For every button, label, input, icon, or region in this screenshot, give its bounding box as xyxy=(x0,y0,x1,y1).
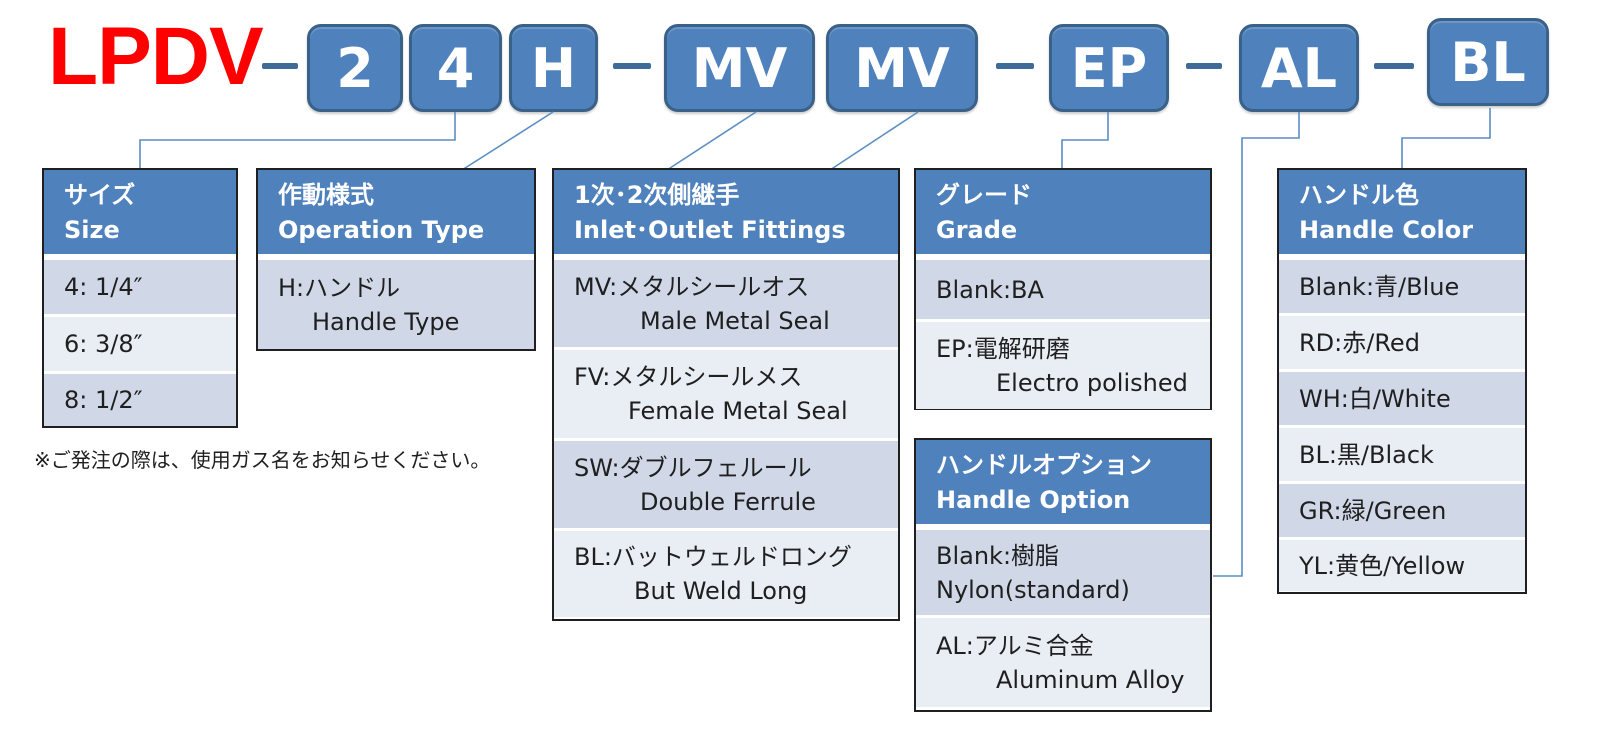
handle-color-title-jp: ハンドル色 xyxy=(1299,181,1419,209)
fittings-option-jp: FV:メタルシールメス xyxy=(574,363,803,391)
code-box-5: MV xyxy=(826,24,978,112)
grade-title-jp: グレード xyxy=(936,181,1032,209)
separator-dash xyxy=(1186,63,1222,69)
fittings-title-en: Inlet･Outlet Fittings xyxy=(574,216,846,244)
fittings-option-jp: SW:ダブルフェルール xyxy=(574,453,812,482)
handle-option-panel: ハンドルオプション Handle Option Blank:樹脂 Nylon(s… xyxy=(914,438,1212,712)
handle-color-label: BL:黒/Black xyxy=(1299,440,1434,469)
separator-dash xyxy=(262,63,298,69)
model-prefix: LPDV xyxy=(48,11,264,102)
connector-size xyxy=(139,112,456,170)
grade-option-jp: EP:電解研磨 xyxy=(936,334,1070,363)
operation-title-jp: 作動様式 xyxy=(278,181,374,209)
handle-color-label: GR:緑/Green xyxy=(1299,496,1447,525)
size-option-label: 8: 1/2″ xyxy=(64,386,143,414)
fittings-option-row: MV:メタルシールオス Male Metal Seal xyxy=(554,257,898,347)
grade-option-row: Blank:BA xyxy=(916,257,1210,319)
connector-grade xyxy=(1061,112,1109,170)
fittings-option-en: Male Metal Seal xyxy=(640,306,830,335)
fittings-option-en: Female Metal Seal xyxy=(628,397,848,425)
fittings-option-jp: MV:メタルシールオス xyxy=(574,272,810,301)
code-box-4: MV xyxy=(664,24,815,112)
fittings-option-en: But Weld Long xyxy=(634,577,808,605)
operation-option-jp: H:ハンドル xyxy=(278,273,401,302)
size-option-label: 4: 1/4″ xyxy=(64,273,143,301)
handle-color-title-en: Handle Color xyxy=(1299,216,1474,244)
fittings-option-jp: BL:バットウェルドロング xyxy=(574,543,852,571)
separator-dash xyxy=(996,63,1034,69)
size-option-row: 4: 1/4″ xyxy=(44,257,236,314)
handle-color-panel: ハンドル色 Handle Color Blank:青/Blue RD:赤/Red… xyxy=(1277,168,1527,594)
fittings-option-en: Double Ferrule xyxy=(640,487,816,516)
operation-option-en: Handle Type xyxy=(312,307,460,336)
handle-option-en: Nylon(standard) xyxy=(936,575,1130,604)
handle-option-jp: AL:アルミ合金 xyxy=(936,631,1094,660)
handle-option-row: AL:アルミ合金 Aluminum Alloy xyxy=(916,615,1210,707)
handle-color-header: ハンドル色 Handle Color xyxy=(1279,170,1525,257)
operation-panel: 作動様式 Operation Type H:ハンドル Handle Type xyxy=(256,168,536,351)
handle-option-en: Aluminum Alloy xyxy=(996,665,1185,694)
code-box-3: H xyxy=(509,24,598,112)
handle-option-row: Blank:樹脂 Nylon(standard) xyxy=(916,527,1210,615)
code-box-2: 4 xyxy=(409,24,502,112)
code-box-1: 2 xyxy=(307,24,403,112)
operation-header: 作動様式 Operation Type xyxy=(258,170,534,257)
handle-color-label: YL:黄色/Yellow xyxy=(1299,551,1466,580)
connector-handle-color xyxy=(1401,108,1491,170)
handle-option-title-en: Handle Option xyxy=(936,486,1131,514)
handle-color-row: WH:白/White xyxy=(1279,369,1525,425)
handle-color-row: YL:黄色/Yellow xyxy=(1279,537,1525,591)
separator-dash xyxy=(1374,63,1414,69)
handle-color-row: GR:緑/Green xyxy=(1279,481,1525,537)
code-box-6: EP xyxy=(1049,24,1169,112)
size-title-jp: サイズ xyxy=(64,181,136,209)
operation-title-en: Operation Type xyxy=(278,216,485,244)
connector-fitting-2 xyxy=(829,111,919,171)
grade-panel: グレード Grade Blank:BA EP:電解研磨 Electro poli… xyxy=(914,168,1212,410)
separator-dash xyxy=(613,63,651,69)
order-note: ※ご発注の際は、使用ガス名をお知らせください。 xyxy=(34,448,491,472)
fittings-header: 1次･2次側継手 Inlet･Outlet Fittings xyxy=(554,170,898,257)
size-option-label: 6: 3/8″ xyxy=(64,330,143,358)
fittings-option-row: BL:バットウェルドロング But Weld Long xyxy=(554,528,898,617)
code-box-7: AL xyxy=(1239,24,1359,112)
fittings-option-row: SW:ダブルフェルール Double Ferrule xyxy=(554,438,898,528)
handle-option-jp: Blank:樹脂 xyxy=(936,541,1060,570)
grade-option-jp: Blank:BA xyxy=(936,275,1044,304)
grade-option-row: EP:電解研磨 Electro polished xyxy=(916,319,1210,409)
handle-color-row: BL:黒/Black xyxy=(1279,425,1525,481)
handle-color-label: Blank:青/Blue xyxy=(1299,272,1460,301)
grade-option-en: Electro polished xyxy=(996,368,1188,397)
size-option-row: 8: 1/2″ xyxy=(44,371,236,426)
grade-title-en: Grade xyxy=(936,216,1018,244)
handle-color-row: Blank:青/Blue xyxy=(1279,257,1525,313)
fittings-panel: 1次･2次側継手 Inlet･Outlet Fittings MV:メタルシール… xyxy=(552,168,900,621)
handle-color-row: RD:赤/Red xyxy=(1279,313,1525,369)
fittings-title-jp: 1次･2次側継手 xyxy=(574,181,740,209)
connector-handle-option xyxy=(1213,112,1300,577)
size-header: サイズ Size xyxy=(44,170,236,257)
handle-color-label: WH:白/White xyxy=(1299,384,1451,413)
size-title-en: Size xyxy=(64,216,120,244)
handle-color-label: RD:赤/Red xyxy=(1299,328,1420,357)
fittings-option-row: FV:メタルシールメス Female Metal Seal xyxy=(554,347,898,438)
size-option-row: 6: 3/8″ xyxy=(44,314,236,371)
code-box-8: BL xyxy=(1427,18,1549,106)
operation-option-row: H:ハンドル Handle Type xyxy=(258,257,534,349)
handle-option-header: ハンドルオプション Handle Option xyxy=(916,440,1210,527)
connector-operation xyxy=(461,111,554,171)
size-panel: サイズ Size 4: 1/4″ 6: 3/8″ 8: 1/2″ xyxy=(42,168,238,428)
handle-option-title-jp: ハンドルオプション xyxy=(936,451,1152,479)
grade-header: グレード Grade xyxy=(916,170,1210,257)
connector-fitting-1 xyxy=(666,111,757,171)
